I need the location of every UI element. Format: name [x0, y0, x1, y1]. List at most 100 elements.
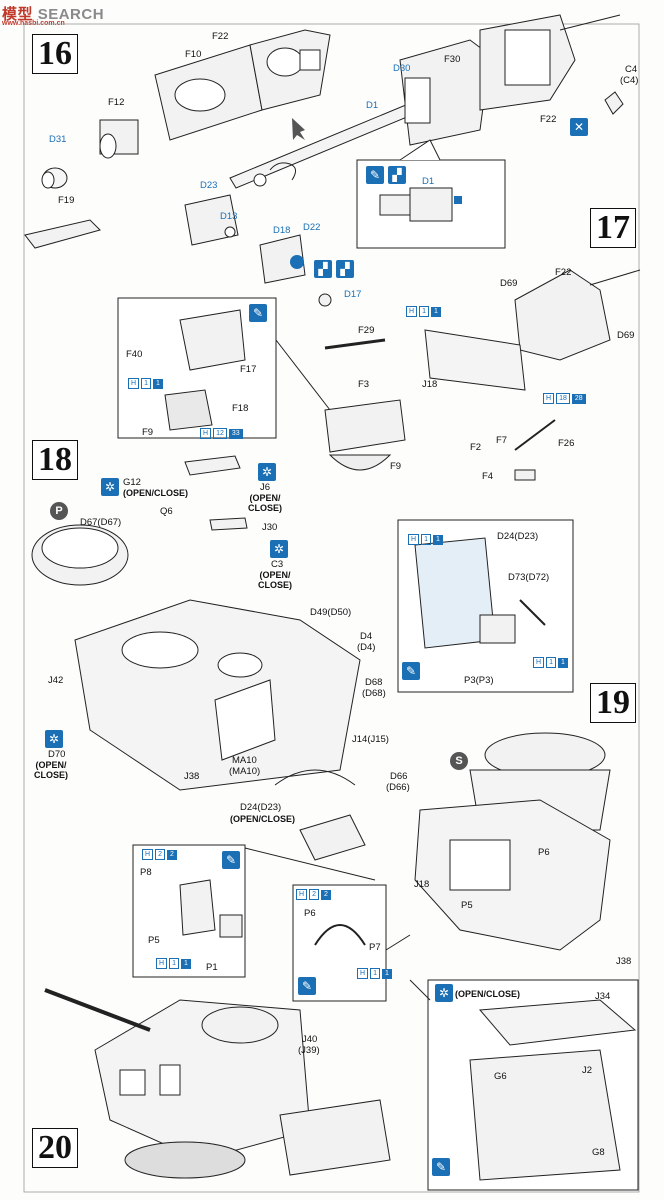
label-f22: F22	[540, 114, 557, 125]
part-f10	[154, 44, 263, 141]
step-number-19: 19	[590, 683, 636, 723]
label-j18: J18	[414, 879, 430, 890]
label-p6: P6	[538, 847, 550, 858]
label-g12: G12	[123, 477, 141, 488]
step-number-18: 18	[32, 440, 78, 480]
part-f9	[328, 454, 392, 471]
label-g6: G6	[494, 1071, 507, 1082]
label-j34: J34	[595, 991, 611, 1002]
part-j6	[184, 455, 241, 476]
label-c4: C4	[625, 64, 638, 75]
label-f2: F2	[470, 442, 482, 453]
label-j30: J30	[262, 522, 278, 533]
label-p3: P3(P3)	[464, 675, 494, 686]
label-d17: D17	[344, 289, 362, 300]
part-f29	[324, 338, 386, 350]
label-d68-paren: (D68)	[362, 688, 386, 699]
label-p6: P6	[304, 908, 316, 919]
turret-hull-18	[74, 599, 361, 791]
label-d49: D49(D50)	[310, 607, 352, 618]
label-f7: F7	[496, 435, 508, 446]
label-d66: D66	[390, 771, 408, 782]
part-d23-bracket	[184, 194, 306, 284]
remove-icon: ✕	[570, 118, 588, 136]
paint-icon: ▞	[336, 260, 354, 278]
label-p7: P7	[369, 942, 381, 953]
label-c3: C3	[271, 559, 284, 570]
part-f26	[514, 419, 556, 451]
part-f19	[24, 219, 101, 249]
part-f9-housing	[324, 399, 406, 453]
label-c3-open-close: (OPEN/ CLOSE)	[258, 570, 293, 590]
glue-icon: ✎	[366, 166, 384, 184]
label-f9: F9	[390, 461, 402, 472]
step-number-16: 16	[32, 34, 78, 74]
label-g8: G8	[592, 1147, 605, 1158]
label-q6: Q6	[160, 506, 173, 517]
turret-19	[414, 732, 611, 951]
watermark-url: www.hasbi.com.cn	[2, 20, 65, 27]
part-f4	[514, 469, 536, 481]
label-f30: F30	[444, 54, 461, 65]
label-d69: D69	[500, 278, 518, 289]
part-j30	[209, 517, 248, 531]
label-f18: F18	[232, 403, 249, 414]
label-d4: D4	[360, 631, 373, 642]
label-f19: F19	[58, 195, 75, 206]
part-d30	[404, 77, 431, 124]
hinge-icon: ✲	[101, 478, 119, 496]
part-c4	[604, 91, 624, 115]
label-j38: J38	[184, 771, 200, 782]
part-d13	[224, 226, 236, 238]
part-ma10	[274, 769, 356, 786]
label-f22: F22	[555, 267, 572, 278]
label-d4-paren: (D4)	[357, 642, 376, 653]
label-d67: D67(D67)	[80, 517, 122, 528]
label-ma10: MA10	[232, 755, 257, 766]
step-number-20: 20	[32, 1128, 78, 1168]
label-ma10-paren: (MA10)	[229, 766, 261, 777]
label-j18: J18	[422, 379, 438, 390]
watermark-logo: 模型 SEARCH	[2, 6, 105, 23]
glue-icon: ✎	[298, 977, 316, 995]
part-d24-hatch	[299, 814, 366, 861]
label-j6: J6	[260, 482, 271, 493]
label-c4-paren: (C4)	[620, 75, 639, 86]
label-p8: P8	[140, 867, 152, 878]
label-j6-open-close: (OPEN/ CLOSE)	[248, 493, 283, 513]
paint-icon: ▞	[388, 166, 406, 184]
hinge-icon: ✲	[270, 540, 288, 558]
label-f40: F40	[126, 349, 143, 360]
hinge-icon: ✲	[435, 984, 453, 1002]
label-d18: D18	[273, 225, 291, 236]
label-f3: F3	[358, 379, 370, 390]
label-open-close: (OPEN/CLOSE)	[455, 989, 521, 999]
label-g12-open-close: (OPEN/CLOSE)	[123, 488, 189, 498]
label-j39: (J39)	[298, 1045, 320, 1056]
label-d1-callout: D1	[422, 176, 435, 187]
label-j42: J42	[48, 675, 64, 686]
glue-icon: ✎	[402, 662, 420, 680]
paint-icon: ▞	[314, 260, 332, 278]
label-f17: F17	[240, 364, 257, 375]
glue-icon: ✎	[249, 304, 267, 322]
label-d1: D1	[366, 100, 379, 111]
part-f22-top	[249, 29, 331, 111]
label-d30: D30	[393, 63, 411, 74]
label-d13: D13	[220, 211, 238, 222]
part-d22	[290, 255, 304, 269]
glue-icon: ✎	[432, 1158, 450, 1176]
part-d17	[318, 293, 332, 307]
label-d22: D22	[303, 222, 321, 233]
label-d73: D73(D72)	[508, 572, 550, 583]
label-j38: J38	[616, 956, 632, 967]
